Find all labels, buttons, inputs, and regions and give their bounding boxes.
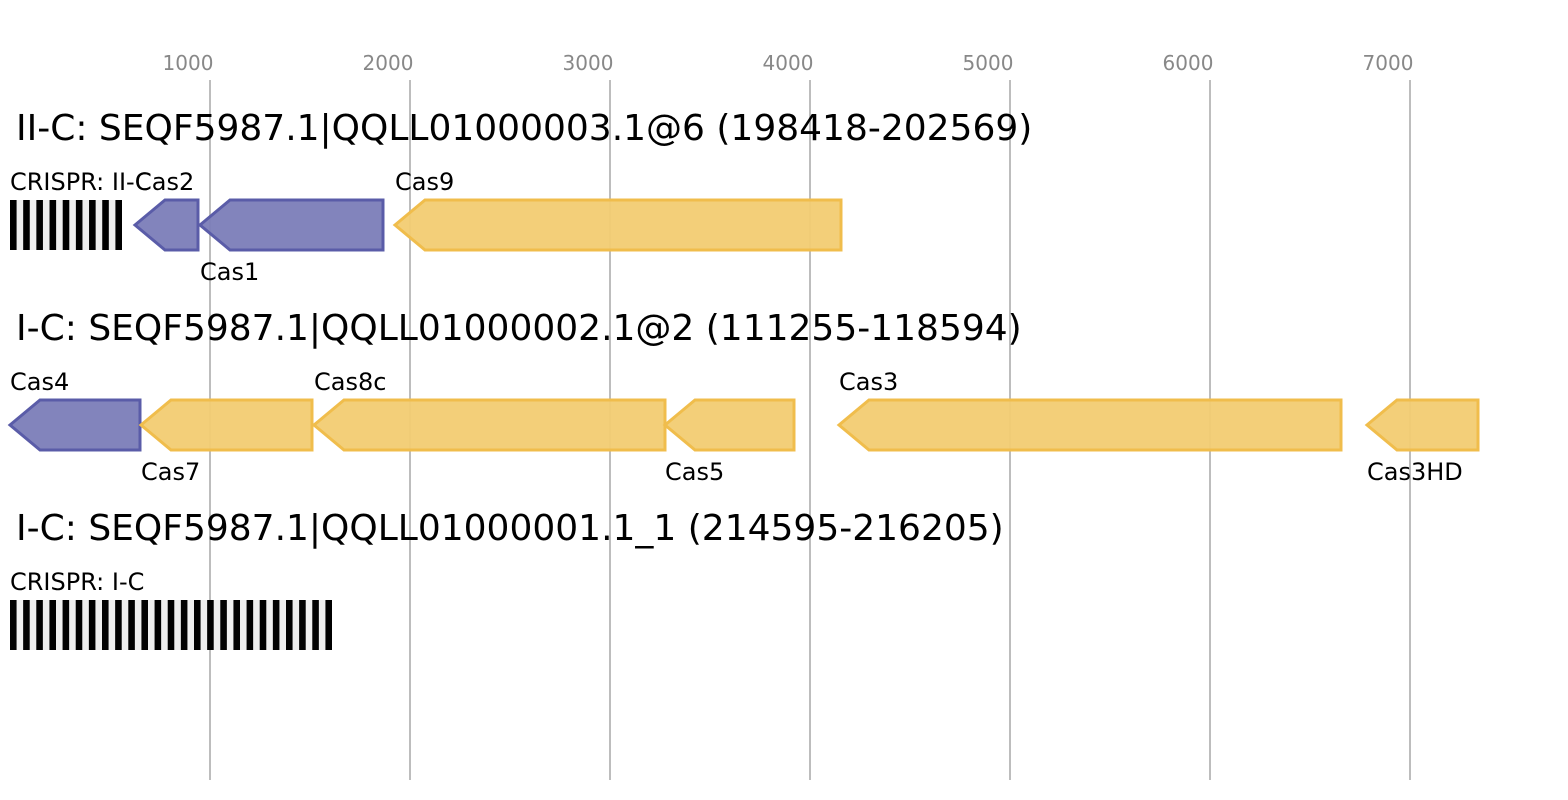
gene-arrow: [836, 398, 1343, 452]
crispr-repeat: [312, 600, 319, 650]
crispr-repeat: [36, 600, 43, 650]
crispr-array: CRISPR: II-C: [10, 168, 151, 250]
track-3: I-C: SEQF5987.1|QQLL01000001.1_1 (214595…: [10, 508, 1004, 650]
crispr-repeat: [49, 200, 57, 250]
crispr-repeat: [23, 600, 30, 650]
track-2: I-C: SEQF5987.1|QQLL01000002.1@2 (111255…: [7, 308, 1480, 486]
gene-arrow: [132, 198, 200, 252]
gene-arrow: [7, 398, 142, 452]
gene-arrow: [138, 398, 314, 452]
gene-label: Cas3: [839, 368, 898, 396]
gene-arrow: [197, 198, 385, 252]
gene-cas7: Cas7: [138, 398, 314, 486]
axis-tick-label: 5000: [963, 51, 1014, 75]
gene-label: Cas1: [200, 258, 259, 286]
crispr-repeat: [259, 600, 267, 650]
axis-tick-labels: 1000 2000 3000 4000 5000 6000 7000: [163, 51, 1414, 75]
crispr-repeat: [154, 600, 162, 650]
gene-label: Cas4: [10, 368, 69, 396]
track-1: II-C: SEQF5987.1|QQLL01000003.1@6 (19841…: [10, 108, 1032, 286]
crispr-repeat: [62, 600, 70, 650]
crispr-repeat: [141, 600, 148, 650]
axis-tick-label: 6000: [1163, 51, 1214, 75]
crispr-repeat: [325, 600, 332, 650]
axis-tick-label: 7000: [1363, 51, 1414, 75]
crispr-label: CRISPR: II-C: [10, 168, 151, 196]
crispr-repeat: [220, 600, 227, 650]
crispr-repeat: [115, 200, 122, 250]
crispr-repeat: [102, 600, 109, 650]
axis-tick-label: 3000: [563, 51, 614, 75]
gene-label: Cas2: [135, 168, 194, 196]
gene-label: Cas3HD: [1367, 458, 1463, 486]
crispr-repeat: [194, 600, 201, 650]
crispr-repeat: [128, 600, 135, 650]
crispr-repeat: [115, 600, 122, 650]
crispr-repeat: [23, 200, 30, 250]
crispr-repeat: [62, 200, 70, 250]
crispr-repeat: [207, 600, 214, 650]
crispr-repeat: [246, 600, 254, 650]
gene-cas8c: Cas8c: [311, 368, 667, 452]
crispr-repeat: [286, 600, 293, 650]
gene-arrow: [662, 398, 796, 452]
crispr-repeat: [10, 200, 17, 250]
gene-cas4: Cas4: [7, 368, 142, 452]
gene-cas5: Cas5: [662, 398, 796, 486]
crispr-repeat: [180, 600, 188, 650]
crispr-repeat: [89, 200, 96, 250]
crispr-repeat: [49, 600, 56, 650]
gene-label: Cas9: [395, 168, 454, 196]
crispr-repeat: [272, 600, 280, 650]
track-elements: CRISPR: I-C: [10, 568, 332, 650]
axis-tick-label: 4000: [763, 51, 814, 75]
track-title: I-C: SEQF5987.1|QQLL01000001.1_1 (214595…: [16, 508, 1004, 549]
gene-cas3: Cas3: [836, 368, 1343, 452]
gene-arrow: [392, 198, 843, 252]
track-title: I-C: SEQF5987.1|QQLL01000002.1@2 (111255…: [16, 308, 1022, 349]
gene-cas9: Cas9: [392, 168, 843, 252]
crispr-repeat: [102, 200, 109, 250]
axis-tick-label: 1000: [163, 51, 214, 75]
axis-tick-label: 2000: [363, 51, 414, 75]
crispr-label: CRISPR: I-C: [10, 568, 144, 596]
gene-label: Cas7: [141, 458, 200, 486]
crispr-repeat: [75, 200, 83, 250]
gene-arrow: [311, 398, 667, 452]
gene-label: Cas5: [665, 458, 724, 486]
crispr-repeat: [75, 600, 83, 650]
track-title: II-C: SEQF5987.1|QQLL01000003.1@6 (19841…: [16, 108, 1032, 149]
crispr-array: CRISPR: I-C: [10, 568, 332, 650]
gene-cas1: Cas1: [197, 198, 385, 286]
gene-cas3hd: Cas3HD: [1364, 398, 1480, 486]
gene-arrow: [1364, 398, 1480, 452]
crispr-repeat: [299, 600, 306, 650]
crispr-repeat: [10, 600, 17, 650]
crispr-repeat: [36, 200, 43, 250]
gene-cas2: Cas2: [132, 168, 200, 252]
gene-label: Cas8c: [314, 368, 386, 396]
crispr-repeat: [88, 600, 96, 650]
crispr-repeat: [167, 600, 175, 650]
crispr-repeat: [233, 600, 240, 650]
